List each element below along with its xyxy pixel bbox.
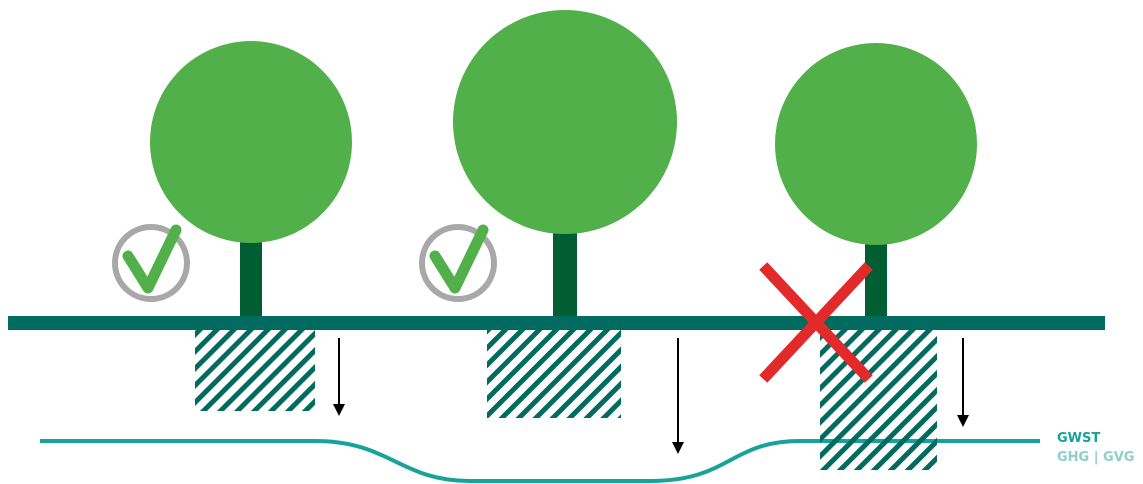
groundwater-level-line	[40, 439, 1040, 483]
tree-3-canopy	[775, 43, 977, 245]
tree-1-trunk	[240, 235, 262, 325]
root-zone-1	[195, 330, 315, 411]
check-icon-tree-2	[419, 224, 497, 302]
tree-3-trunk	[865, 235, 887, 325]
root-zone-2	[487, 330, 621, 418]
ghg-gvg-label: GHG | GVG	[1057, 450, 1135, 465]
check-icon-tree-1	[112, 224, 190, 302]
tree-1-canopy	[150, 41, 352, 243]
gwst-label: GWST	[1057, 431, 1101, 446]
cross-icon-tree-3	[759, 262, 873, 383]
tree-2-canopy	[453, 10, 677, 234]
tree-2-trunk	[553, 228, 577, 325]
ground-surface	[8, 316, 1105, 330]
